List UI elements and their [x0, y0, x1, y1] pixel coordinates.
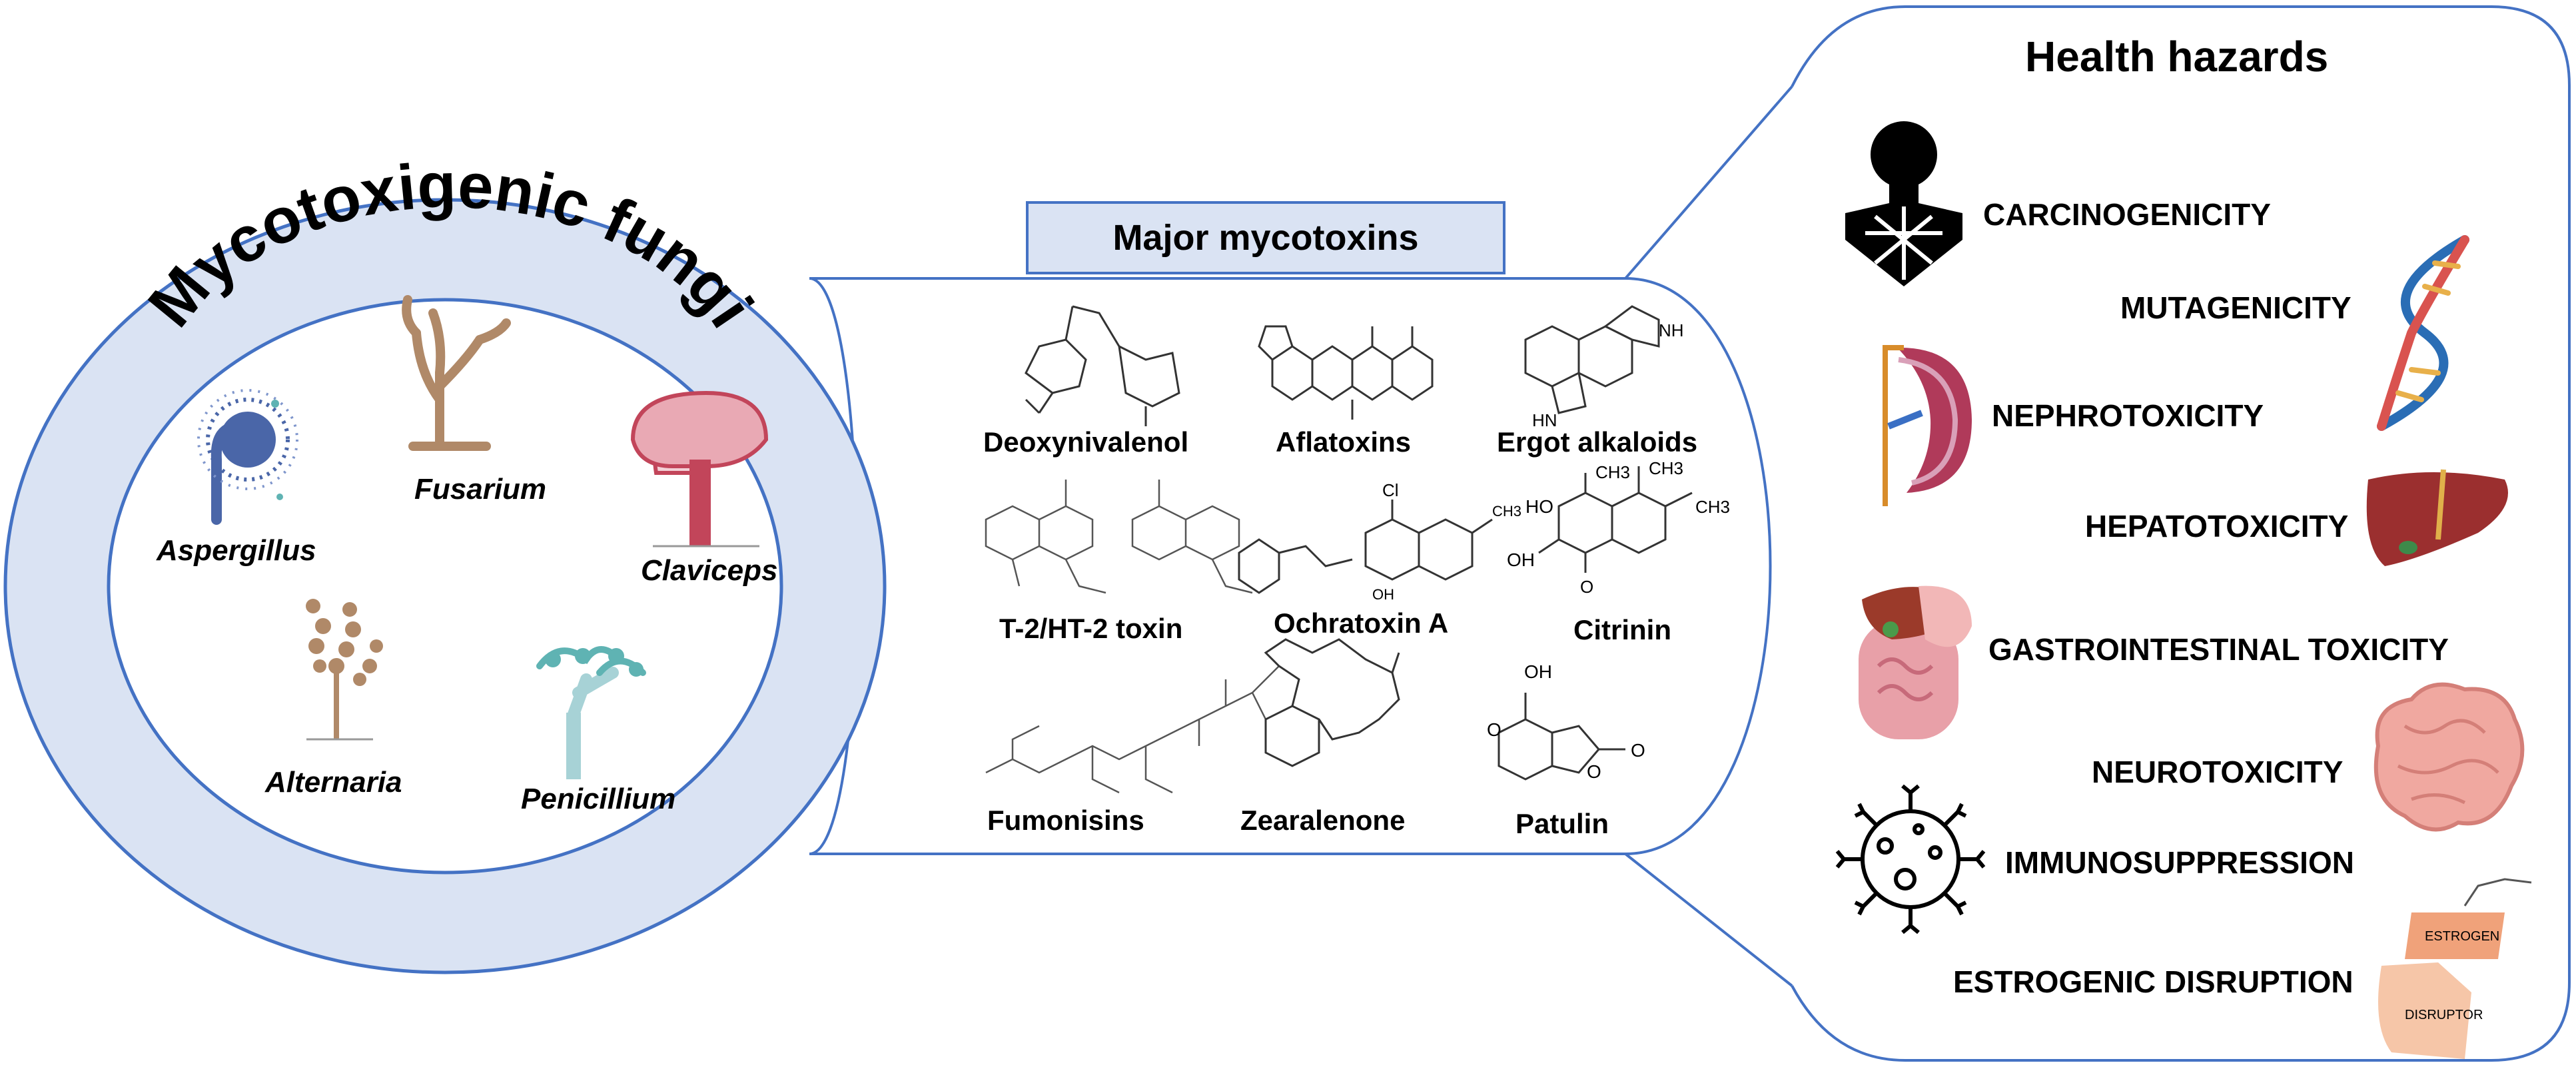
deoxynivalenol-structure	[1025, 305, 1180, 426]
hazard-label-carcinogenicity: CARCINOGENICITY	[1983, 197, 2271, 232]
hazard-label-neurotoxicity: NEUROTOXICITY	[2092, 755, 2344, 789]
toxin-label-deoxynivalenol: Deoxynivalenol	[983, 426, 1189, 458]
estrogen-label: ESTROGEN	[2425, 929, 2499, 944]
fumonisins-structure	[985, 665, 1280, 794]
ochratoxin-a-structure	[1238, 500, 1493, 594]
hazards-panel	[1791, 5, 2571, 1062]
fungi-inner-area	[107, 298, 783, 875]
toxin-label-t2-ht2-toxin: T-2/HT-2 toxin	[999, 613, 1183, 644]
toxin-label-patulin: Patulin	[1515, 808, 1609, 839]
claviceps-illustration	[630, 390, 769, 547]
toxin-label-fumonisins: Fumonisins	[987, 805, 1144, 836]
ergot-nh-text: NH	[1659, 320, 1684, 340]
fusarium-illustration	[402, 295, 511, 451]
hazard-label-estrogenic-disruption: ESTROGENIC DISRUPTION	[1953, 964, 2354, 999]
toxin-label-citrinin: Citrinin	[1573, 614, 1671, 645]
dna-icon	[2377, 235, 2469, 431]
aflatoxins-structure	[1258, 325, 1434, 420]
estrogen-disruptor-icon: ESTROGEN DISRUPTOR	[2378, 878, 2532, 1059]
patulin-o1-text: O	[1487, 719, 1502, 740]
aspergillus-illustration	[197, 389, 298, 525]
major-mycotoxins-title: Major mycotoxins	[1026, 201, 1505, 274]
hazard-label-immunosuppression: IMMUNOSUPPRESSION	[2005, 845, 2354, 880]
toxin-label-zearalenone: Zearalenone	[1240, 805, 1406, 836]
immune-cell-icon	[1835, 784, 1986, 934]
patulin-o3-text: O	[1631, 740, 1645, 761]
digestive-system-icon	[1859, 585, 1972, 739]
patulin-structure	[1498, 693, 1625, 781]
fungus-label-aspergillus: Aspergillus	[157, 534, 316, 567]
penicillium-illustration	[536, 646, 646, 779]
zearalenone-structure	[1264, 638, 1400, 767]
toxin-label-ochratoxin-a: Ochratoxin A	[1274, 607, 1449, 639]
citrinin-structure	[1538, 466, 1693, 573]
brain-icon	[2373, 682, 2525, 832]
citrinin-ch3-b-text: CH3	[1649, 458, 1683, 478]
hazards-connector-bottom	[1624, 853, 1793, 987]
fungus-label-penicillium: Penicillium	[521, 783, 676, 815]
hazard-label-mutagenicity: MUTAGENICITY	[2120, 290, 2352, 325]
hazards-connector-top	[1624, 85, 1793, 280]
hazard-label-gastrointestinal-toxicity: GASTROINTESTINAL TOXICITY	[1988, 632, 2449, 667]
fungus-label-fusarium: Fusarium	[414, 473, 547, 506]
ochratoxin-ch3-text: CH3	[1492, 503, 1521, 520]
citrinin-ho-text: HO	[1525, 496, 1553, 517]
liver-icon	[2366, 469, 2508, 566]
patulin-o2-text: O	[1587, 761, 1601, 782]
patulin-oh-text: OH	[1524, 661, 1552, 682]
citrinin-ch3-c-text: CH3	[1695, 497, 1730, 517]
citrinin-o-text: O	[1580, 577, 1593, 597]
fungus-label-alternaria: Alternaria	[265, 766, 402, 799]
toxin-label-aflatoxins: Aflatoxins	[1276, 426, 1412, 458]
fungus-label-claviceps: Claviceps	[641, 554, 778, 587]
kidney-icon	[1883, 345, 1972, 506]
ergot-alkaloids-structure	[1524, 305, 1660, 414]
t2-ht2-toxin-structure	[985, 480, 1253, 594]
hazard-label-hepatotoxicity: HEPATOTOXICITY	[2085, 509, 2349, 543]
citrinin-ch3-a-text: CH3	[1595, 462, 1630, 482]
mycotoxins-panel	[809, 277, 1772, 855]
hazard-label-nephrotoxicity: NEPHROTOXICITY	[1992, 398, 2264, 433]
ergot-hn-text: HN	[1532, 410, 1557, 430]
ochratoxin-cl-text: Cl	[1382, 480, 1399, 500]
ochratoxin-oh-text: OH	[1372, 586, 1394, 603]
disruptor-label: DISRUPTOR	[2405, 1008, 2483, 1022]
toxin-label-ergot-alkaloids: Ergot alkaloids	[1497, 426, 1698, 458]
alternaria-illustration	[306, 599, 383, 741]
citrinin-oh-text: OH	[1507, 549, 1535, 570]
health-hazards-title: Health hazards	[2025, 33, 2329, 81]
carcinogen-icon	[1845, 121, 1962, 286]
